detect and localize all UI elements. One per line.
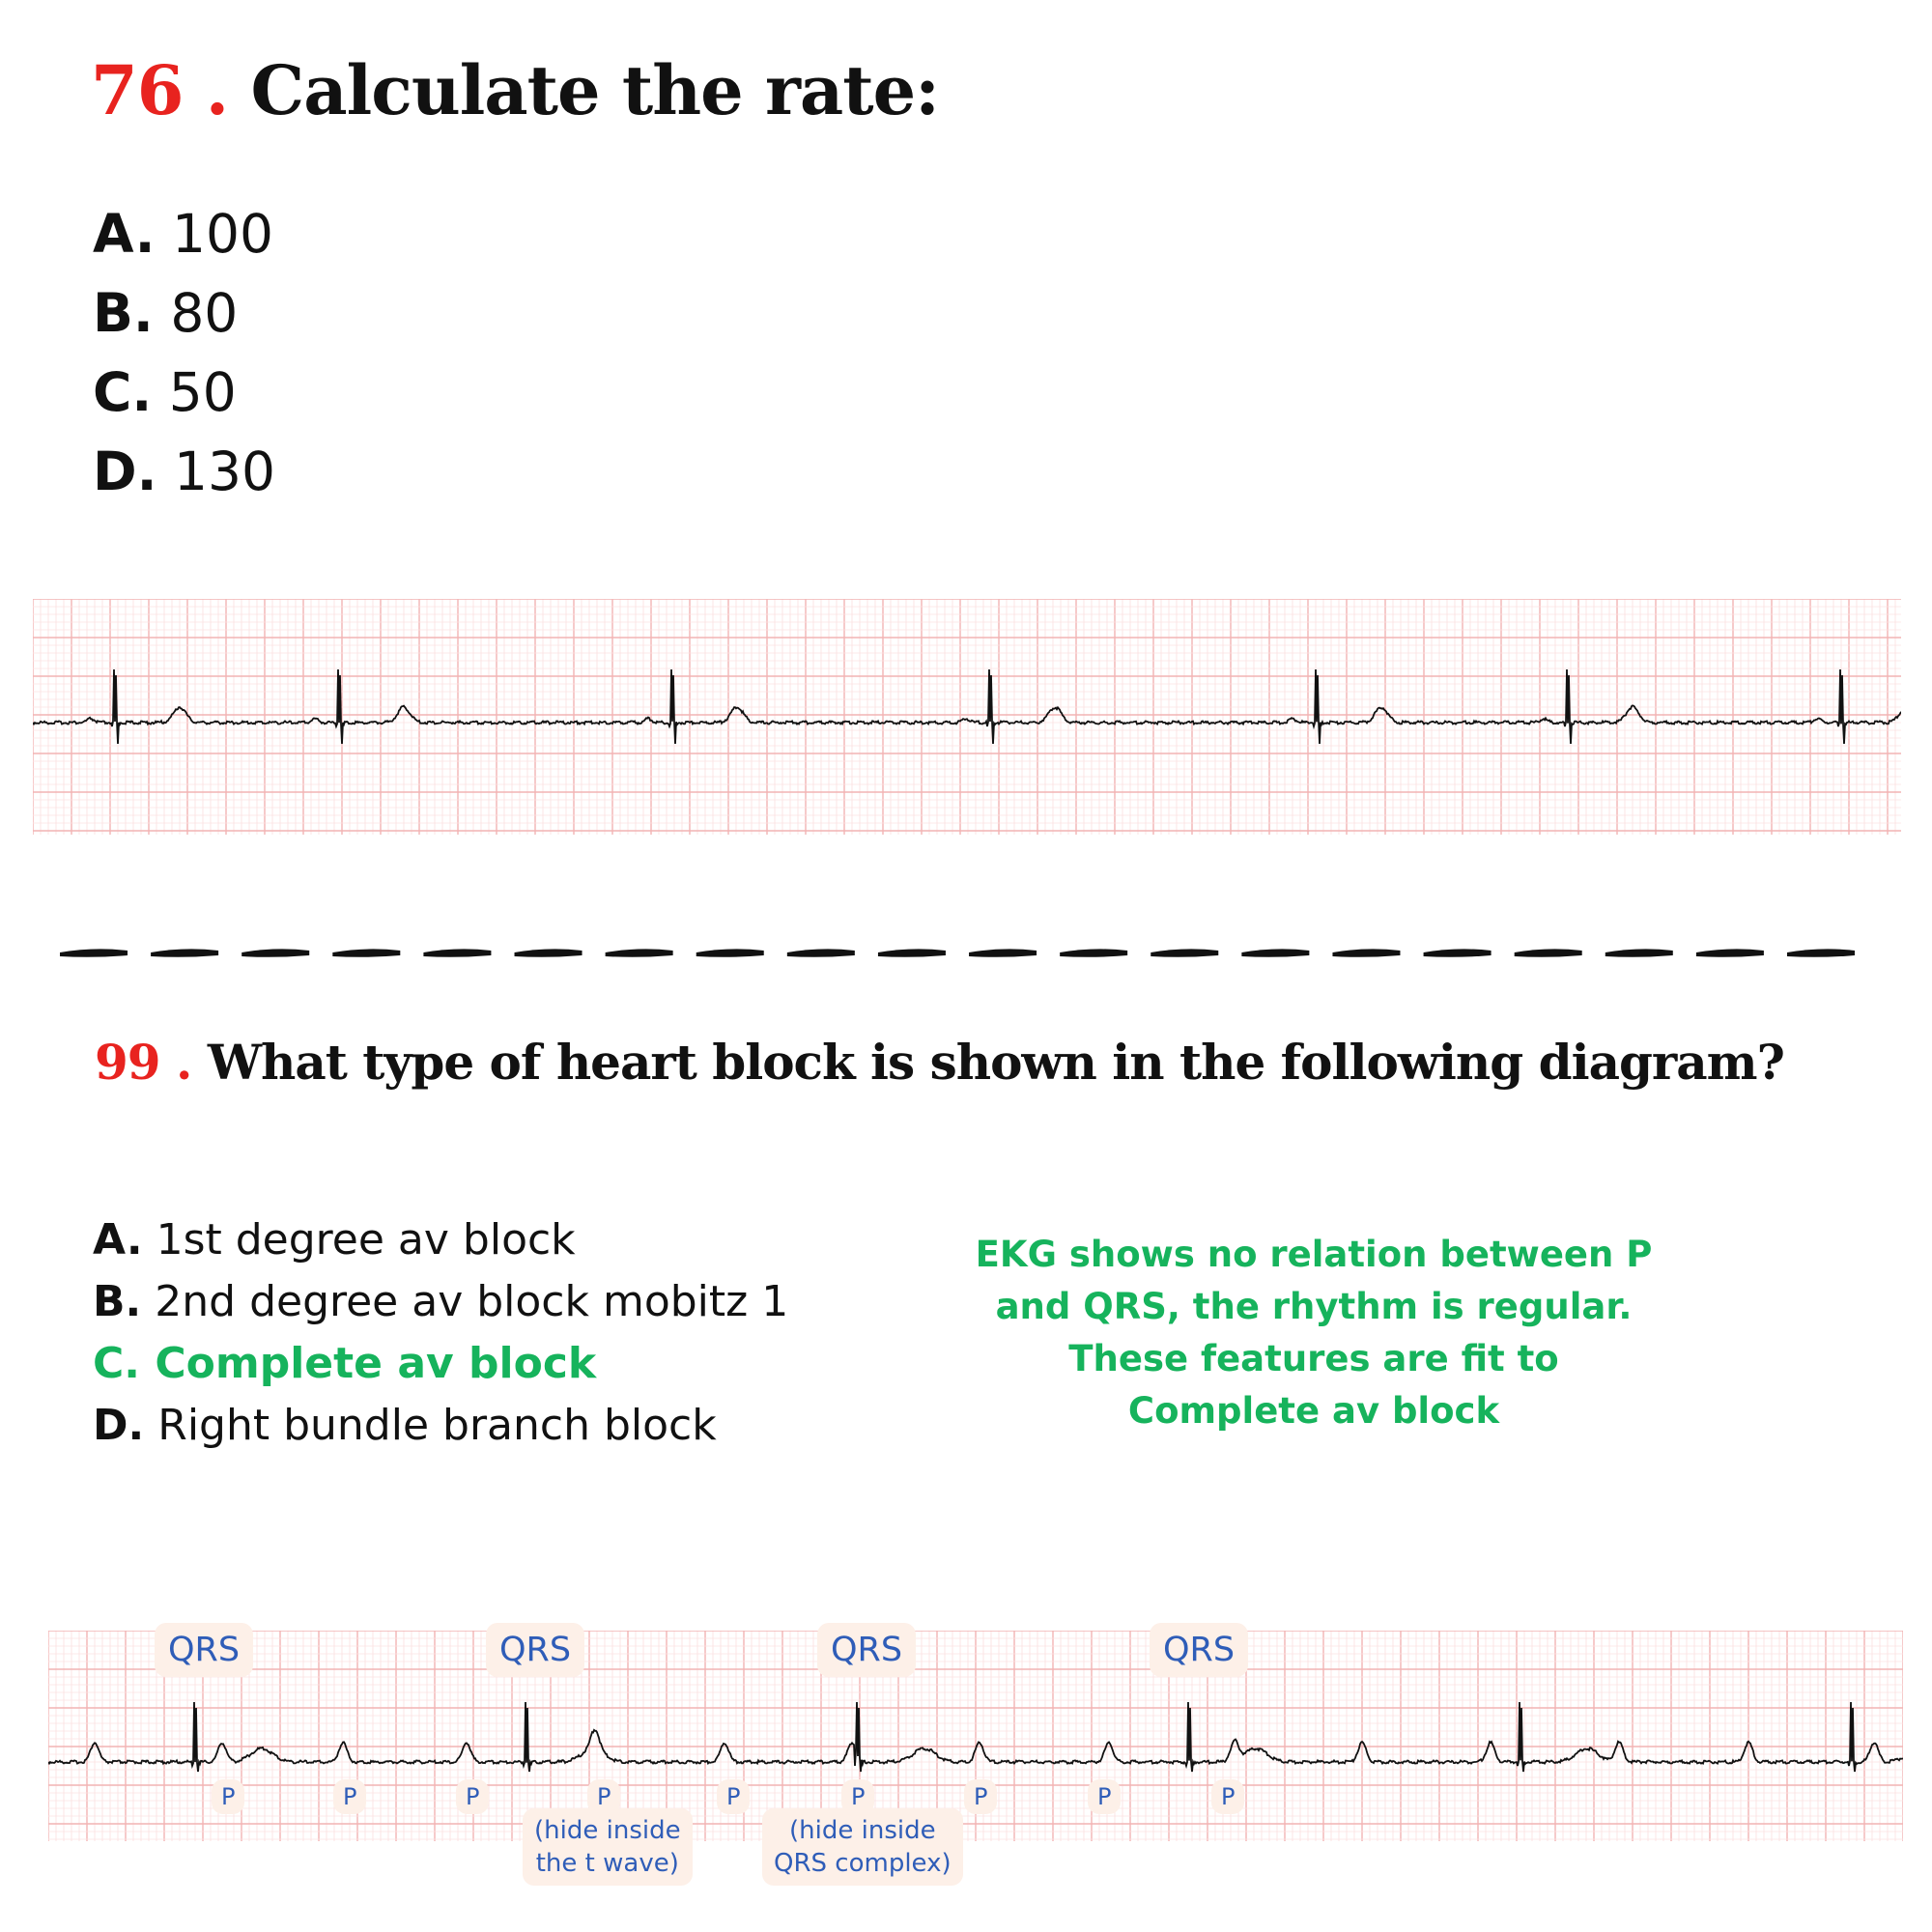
- divider-dash: [1605, 949, 1673, 957]
- divider-dash: [1787, 949, 1855, 957]
- question-number: 76 .: [91, 50, 229, 130]
- divider-dash: [1423, 949, 1492, 957]
- divider-dash: [423, 949, 492, 957]
- note-hidden-in-t-wave: (hide inside the t wave): [523, 1808, 693, 1886]
- option-a[interactable]: A. 1st degree av block: [93, 1215, 576, 1264]
- divider-dash: [1695, 949, 1764, 957]
- divider-dash: [332, 949, 401, 957]
- note-hidden-in-qrs: (hide inside QRS complex): [762, 1808, 963, 1886]
- option-c[interactable]: C. 50: [93, 361, 237, 423]
- option-c-correct[interactable]: C. Complete av block: [93, 1339, 597, 1388]
- divider-dash: [1514, 949, 1582, 957]
- qrs-label: QRS: [817, 1623, 917, 1677]
- divider-dash: [1060, 949, 1128, 957]
- explanation-line: Complete av block: [1127, 1390, 1500, 1432]
- ecg-trace: [48, 1701, 1903, 1773]
- ecg-grid: [48, 1631, 1903, 1841]
- p-wave-label: P: [964, 1779, 998, 1814]
- answer-explanation: EKG shows no relation between P and QRS,…: [966, 1229, 1662, 1437]
- divider-dash: [969, 949, 1037, 957]
- qrs-label: QRS: [155, 1623, 254, 1677]
- divider-dash: [696, 949, 764, 957]
- ecg-strip-1: [33, 599, 1901, 835]
- question-text: What type of heart block is shown in the…: [207, 1034, 1785, 1091]
- divider-dash: [786, 949, 855, 957]
- explanation-line: These features are fit to: [1068, 1338, 1559, 1379]
- p-wave-label: P: [212, 1779, 245, 1814]
- option-d[interactable]: D. Right bundle branch block: [93, 1401, 717, 1450]
- option-b[interactable]: B. 2nd degree av block mobitz 1: [93, 1277, 789, 1326]
- question-number: 99 .: [95, 1034, 192, 1091]
- divider-dash: [514, 949, 582, 957]
- divider-dash: [1332, 949, 1401, 957]
- divider-dash: [1151, 949, 1219, 957]
- divider-dash: [242, 949, 310, 957]
- divider-dash: [605, 949, 673, 957]
- ecg-strip-2: [48, 1631, 1903, 1841]
- option-b[interactable]: B. 80: [93, 282, 239, 344]
- divider-dash: [1241, 949, 1310, 957]
- explanation-line: and QRS, the rhythm is regular.: [995, 1286, 1633, 1327]
- divider-dash: [151, 949, 219, 957]
- question-76-title: 76 . Calculate the rate:: [91, 50, 940, 130]
- option-d[interactable]: D. 130: [93, 440, 276, 502]
- qrs-label: QRS: [1150, 1623, 1249, 1677]
- p-wave-label: P: [333, 1779, 367, 1814]
- p-wave-label: P: [1088, 1779, 1122, 1814]
- p-wave-label: P: [717, 1779, 751, 1814]
- explanation-line: EKG shows no relation between P: [975, 1234, 1653, 1275]
- option-a[interactable]: A. 100: [93, 203, 273, 265]
- ecg-grid: [33, 599, 1901, 835]
- dashed-divider: [60, 949, 1855, 957]
- p-wave-label: P: [1211, 1779, 1245, 1814]
- question-text: Calculate the rate:: [250, 50, 940, 130]
- divider-dash: [60, 949, 128, 957]
- divider-dash: [877, 949, 946, 957]
- p-wave-label: P: [456, 1779, 490, 1814]
- qrs-label: QRS: [486, 1623, 585, 1677]
- question-99-title: 99 . What type of heart block is shown i…: [95, 1034, 1785, 1091]
- ecg-trace: [33, 668, 1901, 745]
